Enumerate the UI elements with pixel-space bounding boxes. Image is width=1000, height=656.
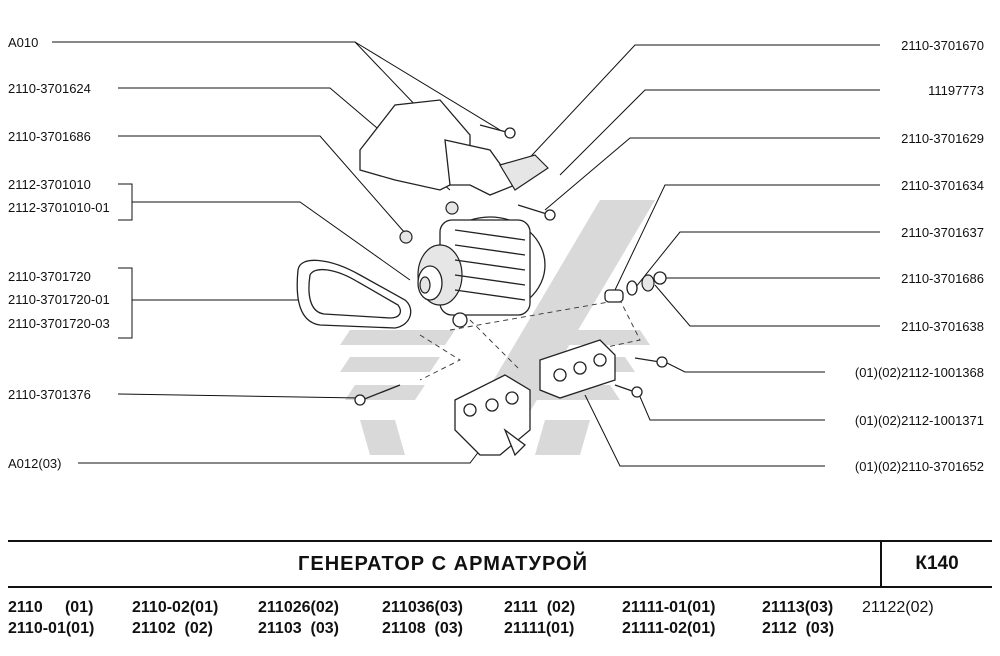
small-parts bbox=[354, 271, 668, 406]
lower-bracket-left bbox=[454, 374, 531, 457]
callout-label: (01)(02)2110-3701652 bbox=[855, 459, 984, 474]
model-entry: 21103 (03) bbox=[258, 620, 339, 637]
model-entry: 21111(01) bbox=[504, 620, 575, 637]
title-bar: ГЕНЕРАТОР С АРМАТУРОЙ К140 bbox=[8, 540, 992, 588]
callout-label: 2110-3701720-01 bbox=[8, 292, 110, 307]
callout-label: 2112-3701010-01 bbox=[8, 200, 110, 215]
model-entry: 211036(03) bbox=[382, 599, 463, 616]
callout-label: 2110-3701720-03 bbox=[8, 316, 110, 331]
callout-label: 2110-3701624 bbox=[8, 81, 91, 96]
drive-belt bbox=[296, 259, 412, 329]
callout-label: А012(03) bbox=[8, 456, 61, 471]
callout-label: 11197773 bbox=[928, 83, 984, 98]
model-entry: 21102 (02) bbox=[132, 620, 213, 637]
callout-label: 2110-3701376 bbox=[8, 387, 91, 402]
upper-bracket bbox=[359, 99, 556, 244]
model-entry: 21111-01(01) bbox=[622, 599, 716, 616]
callout-label: 2110-3701629 bbox=[901, 131, 984, 146]
title-divider bbox=[880, 542, 882, 586]
callout-label: 2110-3701720 bbox=[8, 269, 91, 284]
callout-labels-left: А010 2110-3701624 2110-3701686 2112-3701… bbox=[8, 35, 110, 471]
watermark-emblem bbox=[340, 200, 655, 455]
model-entry: 2110-01(01) bbox=[8, 620, 95, 637]
callout-label: А010 bbox=[8, 35, 38, 50]
model-entry: 21111-02(01) bbox=[622, 620, 716, 637]
model-entry: 2110-02(01) bbox=[132, 599, 219, 616]
model-entry: 21122(02) bbox=[862, 599, 934, 616]
callout-label: 2110-3701634 bbox=[901, 178, 984, 193]
model-entry: 2111 (02) bbox=[504, 599, 576, 616]
callout-label: (01)(02)2112-1001371 bbox=[855, 413, 984, 428]
callout-label: 2110-3701638 bbox=[901, 319, 984, 334]
parts-diagram: А010 2110-3701624 2110-3701686 2112-3701… bbox=[8, 35, 984, 474]
callout-labels-right: 2110-3701670 11197773 2110-3701629 2110-… bbox=[855, 38, 984, 474]
callout-label: 2110-3701670 bbox=[901, 38, 984, 53]
callout-label: 2110-3701686 bbox=[901, 271, 984, 286]
leader-lines bbox=[52, 41, 880, 467]
callout-label: 2112-3701010 bbox=[8, 177, 91, 192]
generator bbox=[417, 216, 546, 328]
model-entry: 2112 (03) bbox=[762, 620, 835, 637]
lower-bracket-right bbox=[539, 339, 616, 399]
callout-label: 2110-3701686 bbox=[8, 129, 91, 144]
page-title: ГЕНЕРАТОР С АРМАТУРОЙ bbox=[298, 553, 588, 575]
page-code: К140 bbox=[915, 553, 959, 574]
callout-label: 2110-3701637 bbox=[901, 225, 984, 240]
model-entry: 211026(02) bbox=[258, 599, 339, 616]
model-entry: 21113(03) bbox=[762, 599, 834, 616]
model-entry: 21108 (03) bbox=[382, 620, 463, 637]
callout-label: (01)(02)2112-1001368 bbox=[855, 365, 984, 380]
model-entry: 2110 (01) bbox=[8, 599, 94, 616]
